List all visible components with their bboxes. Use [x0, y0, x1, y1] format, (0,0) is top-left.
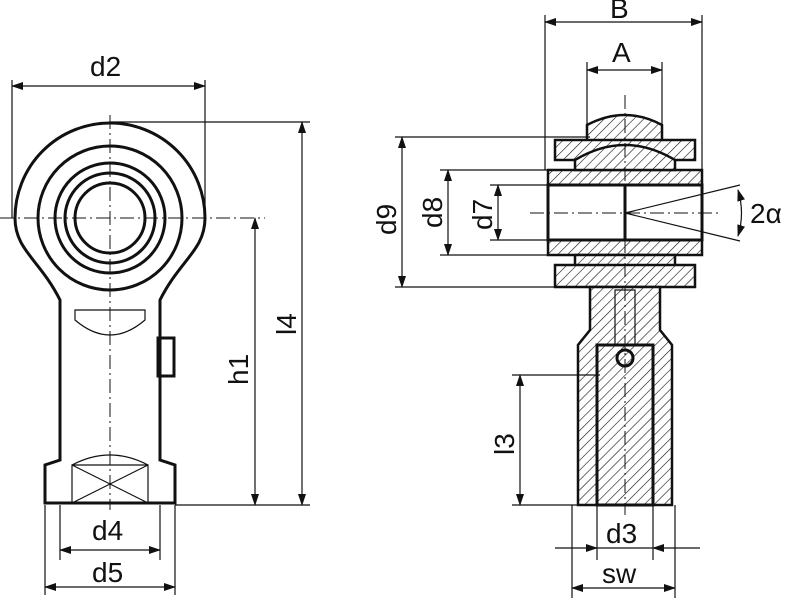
front-view [0, 80, 310, 595]
label-d2: d2 [90, 51, 121, 82]
label-l4: l4 [271, 313, 302, 335]
label-d3: d3 [606, 518, 637, 549]
label-d8: d8 [417, 197, 448, 228]
label-A: A [612, 37, 631, 68]
label-d4: d4 [92, 515, 123, 546]
label-d5: d5 [92, 557, 123, 588]
label-2alpha: 2α [750, 198, 782, 229]
label-sw: sw [602, 558, 637, 589]
label-h1: h1 [223, 354, 254, 385]
label-d9: d9 [371, 204, 402, 235]
section-view [395, 15, 746, 598]
label-l3: l3 [489, 433, 520, 455]
label-d7: d7 [467, 199, 498, 230]
label-B: B [610, 0, 629, 24]
